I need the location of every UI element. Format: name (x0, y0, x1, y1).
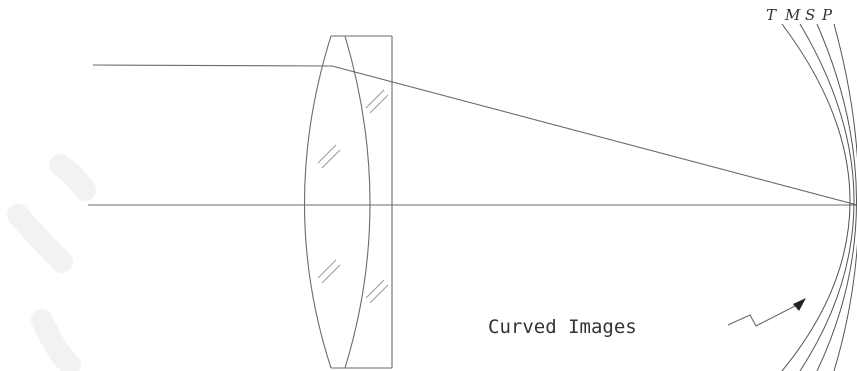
image-surface-p (833, 23, 857, 371)
image-surface-m (799, 23, 855, 371)
surface-label-s: S (805, 6, 815, 24)
surface-label-p: P (821, 6, 833, 24)
image-surface-s (816, 23, 857, 371)
refracted-ray (331, 65, 857, 206)
biconvex-lens-element (304, 35, 332, 369)
incoming-ray (92, 64, 333, 67)
surface-label-m: M (784, 6, 801, 24)
glass-hatching (317, 89, 389, 304)
watermark-mark (7, 154, 96, 371)
lens-inner-surface (344, 35, 371, 369)
caption-pointer (727, 305, 796, 327)
caption-arrowhead-icon (793, 298, 806, 311)
curved-image-surfaces (781, 23, 857, 371)
image-surface-t (781, 23, 851, 371)
surface-label-t: T (766, 6, 777, 24)
curved-images-caption: Curved Images (488, 316, 637, 338)
